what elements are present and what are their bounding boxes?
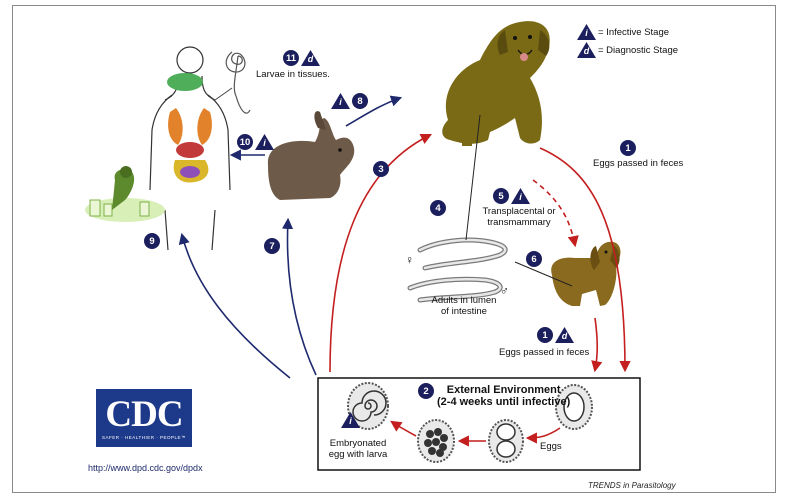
human-outline-illustration [149,46,231,251]
step-8-badge: i 8 [331,93,368,109]
eggs-label: Eggs [540,441,562,452]
arrow-transplacental [532,179,579,248]
arrow-egg1-to-egg2 [525,427,561,444]
infective-triangle-icon: i [511,188,530,204]
arrow-dog-to-environment [539,147,631,373]
adult-worms-illustration [407,237,508,303]
arrow-environment-to-dog [329,133,433,373]
arrow-puppy-to-environment [591,317,603,373]
cdc-url-link[interactable]: http://www.dpd.cdc.gov/dpdx [88,463,203,473]
legend-diagnostic-label: = Diagnostic Stage [598,44,679,56]
legend-infective: i = Infective Stage [577,24,669,40]
dog-to-worms-line [465,114,481,241]
step-2-badge: 2 [418,383,434,399]
step-1-badge: 1 [620,140,636,156]
rabbit-illustration [267,111,355,200]
egg-two-cell [488,419,524,463]
larva-pointer-line [214,87,233,101]
embryonated-infective-badge: i [341,412,360,428]
embryonated-label: Embryonated egg with larva [328,438,388,460]
female-symbol: ♀ [405,253,414,267]
step-6-badge: 6 [526,251,542,267]
arrow-egg3-to-egg4 [390,420,417,437]
arrow-environment-to-rabbit [281,217,317,376]
human-organs [167,73,212,183]
step-9-badge: 9 [144,233,160,249]
cdc-logo: CDC SAFER · HEALTHIER · PEOPLE™ [96,389,192,447]
egg-unembryonated [555,384,593,430]
larva-coil-illustration [225,51,251,114]
puppy-to-worms-line [514,261,573,287]
arrow-rabbit-to-dog [345,95,403,127]
step-4-badge: 4 [430,200,446,216]
puppy-illustration [551,241,621,306]
adult-dog-illustration [442,21,550,146]
infective-triangle-icon: i [341,412,360,428]
step-1-label: Eggs passed in feces [593,158,684,169]
legend-diagnostic: d = Diagnostic Stage [577,42,678,58]
diagnostic-triangle-icon: d [555,327,574,343]
external-environment-title: External Environment (2-4 weeks until in… [437,384,571,408]
children-playing-illustration [85,166,165,222]
step-1d-label: Eggs passed in feces [499,347,590,358]
infective-triangle-icon: i [255,134,274,150]
adults-label: Adults in lumen of intestine [431,295,497,317]
arrow-environment-to-human [178,232,291,379]
step-5-label: Transplacental or transmammary [482,206,556,228]
egg-embryonated [347,382,389,430]
diagnostic-triangle-icon: d [577,42,596,58]
step-7-badge: 7 [264,238,280,254]
step-5-badge: 5 i [493,188,530,204]
legend-infective-label: = Infective Stage [598,26,670,38]
step-11-badge: 11 d [283,50,320,66]
diagnostic-triangle-icon: d [301,50,320,66]
infective-triangle-icon: i [577,24,596,40]
male-symbol: ♂ [500,284,509,298]
step-3-badge: 3 [373,161,389,177]
credit-text: TRENDS in Parasitology [588,481,676,490]
step-11-label: Larvae in tissues. [256,69,330,80]
step-1d-badge: 1 d [537,327,574,343]
egg-morula [417,419,455,463]
step-10-badge: 10 i [237,134,274,150]
infective-triangle-icon: i [331,93,350,109]
